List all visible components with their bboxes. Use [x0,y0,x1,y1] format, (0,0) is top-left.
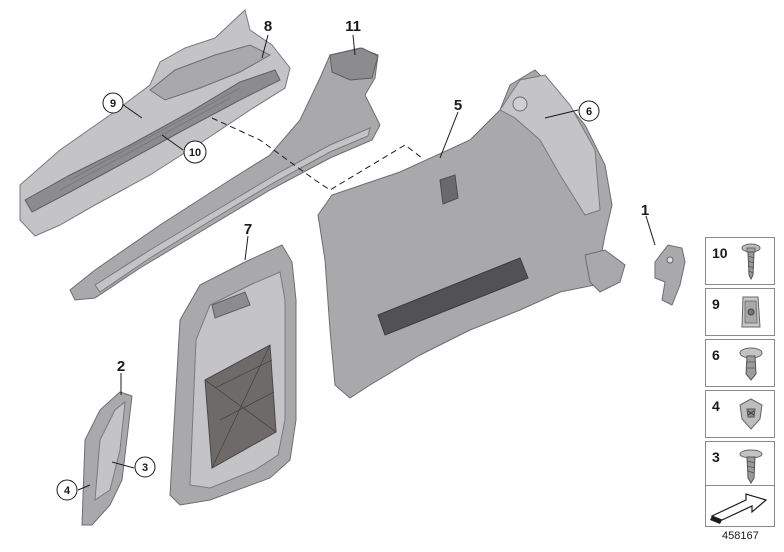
legend-item-4: 4 [705,390,775,438]
part-8-duct [19,9,291,237]
callout-labels: 1 2 5 7 8 11 [117,18,649,375]
clip-nut-icon [741,296,761,328]
part-2-pillar-trim [81,391,133,526]
legend-item-9: 9 [705,288,775,336]
circled-callouts: 9 10 6 3 4 [56,92,600,501]
legend-label: 9 [712,296,720,312]
callout-8: 8 [264,18,272,35]
screw-icon [741,243,761,280]
spring-nut-icon [739,398,763,430]
callout-6-circle: 6 [578,100,600,122]
svg-text:6: 6 [586,106,592,118]
legend-item-3: 3 [705,441,775,489]
legend-label: 10 [712,245,728,261]
legend-label: 4 [712,398,720,414]
callout-11: 11 [345,18,361,35]
leader-lines [77,34,656,491]
svg-text:10: 10 [189,147,201,159]
svg-text:4: 4 [64,485,71,497]
part-5-side-panel [317,69,626,399]
part-1-bracket [654,244,686,306]
tapping-screw-icon [739,449,763,484]
callout-7: 7 [244,221,252,238]
orientation-arrow-icon [710,493,768,524]
part-7-storage-net [169,244,297,506]
fastener-legend: 10 9 6 4 3 [705,237,775,492]
callout-4-circle: 4 [56,479,78,501]
callout-2: 2 [117,358,125,375]
legend-item-6: 6 [705,339,775,387]
callout-1: 1 [641,202,649,219]
orientation-arrow-box [705,485,775,527]
legend-item-10: 10 [705,237,775,285]
legend-label: 6 [712,347,720,363]
callout-10-circle: 10 [183,140,207,164]
legend-label: 3 [712,449,720,465]
callout-9-circle: 9 [102,92,124,114]
callout-3-circle: 3 [134,456,156,478]
push-rivet-icon [739,347,763,381]
part-11-sill-trim [69,47,381,301]
svg-text:3: 3 [142,462,148,474]
callout-5: 5 [454,97,462,114]
diagram-id: 458167 [722,530,759,542]
svg-text:9: 9 [110,98,116,110]
